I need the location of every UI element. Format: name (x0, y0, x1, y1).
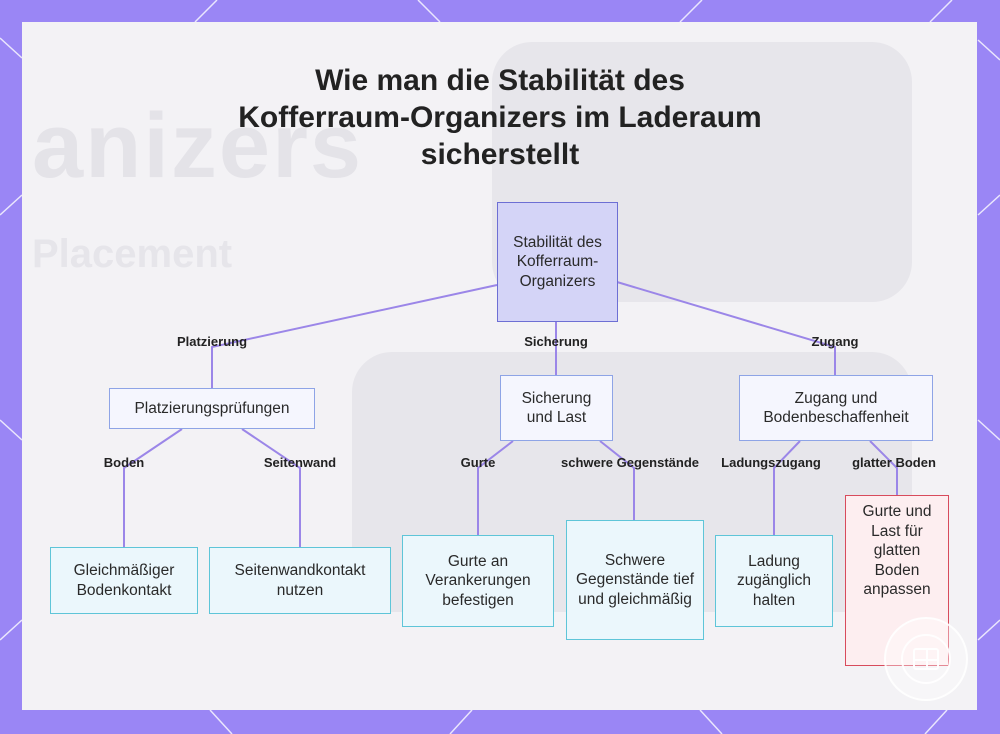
edge-label-placement: Platzierung (176, 334, 248, 349)
edge-label-side-wall: Seitenwand (263, 455, 337, 470)
node-heavy-items: Schwere Gegenstände tief und gleichmäßig (566, 520, 704, 640)
edge-root-placement (211, 284, 498, 388)
edge-access-load (773, 440, 801, 535)
title-line: sicherstellt (420, 138, 580, 171)
edge-label-heavy-items: schwere Gegenstände (561, 455, 699, 470)
edge-access-smooth (869, 440, 898, 495)
diagram-title: Wie man die Stabilität des Kofferraum-Or… (0, 62, 1000, 173)
node-straps-anchors: Gurte an Verankerungen befestigen (402, 535, 554, 627)
edge-placement-sidewall (241, 428, 301, 547)
node-placement-checks: Platzierungsprüfungen (109, 388, 315, 429)
node-root: Stabilität des Kofferraum-Organizers (497, 202, 618, 322)
edge-placement-floor (123, 428, 183, 547)
edge-root-access (616, 281, 836, 375)
edge-securing-straps (477, 440, 514, 535)
edge-label-floor: Boden (103, 455, 145, 470)
title-line: Kofferraum-Organizers im Laderaum (238, 101, 762, 134)
edge-label-smooth-floor: glatter Boden (852, 455, 936, 470)
background-subword: Placement (32, 232, 233, 276)
node-even-floor: Gleichmäßiger Bodenkontakt (50, 547, 198, 614)
edge-label-straps: Gurte (460, 455, 496, 470)
node-side-wall: Seitenwandkontakt nutzen (209, 547, 391, 614)
node-load-access: Ladung zugänglich halten (715, 535, 833, 627)
node-access-floor: Zugang und Bodenbeschaffenheit (739, 375, 933, 441)
title-line: Wie man die Stabilität des (315, 64, 685, 97)
background-word: anizers (32, 95, 364, 197)
node-securing-load: Sicherung und Last (500, 375, 613, 441)
edge-label-securing: Sicherung (524, 334, 588, 349)
logo-grid-glyph (913, 648, 939, 670)
edge-label-load-access: Ladungszugang (721, 455, 821, 470)
edge-label-access: Zugang (811, 334, 859, 349)
logo-ring (901, 634, 951, 684)
grid-logo-icon (884, 617, 968, 701)
edge-securing-heavy (599, 440, 635, 520)
